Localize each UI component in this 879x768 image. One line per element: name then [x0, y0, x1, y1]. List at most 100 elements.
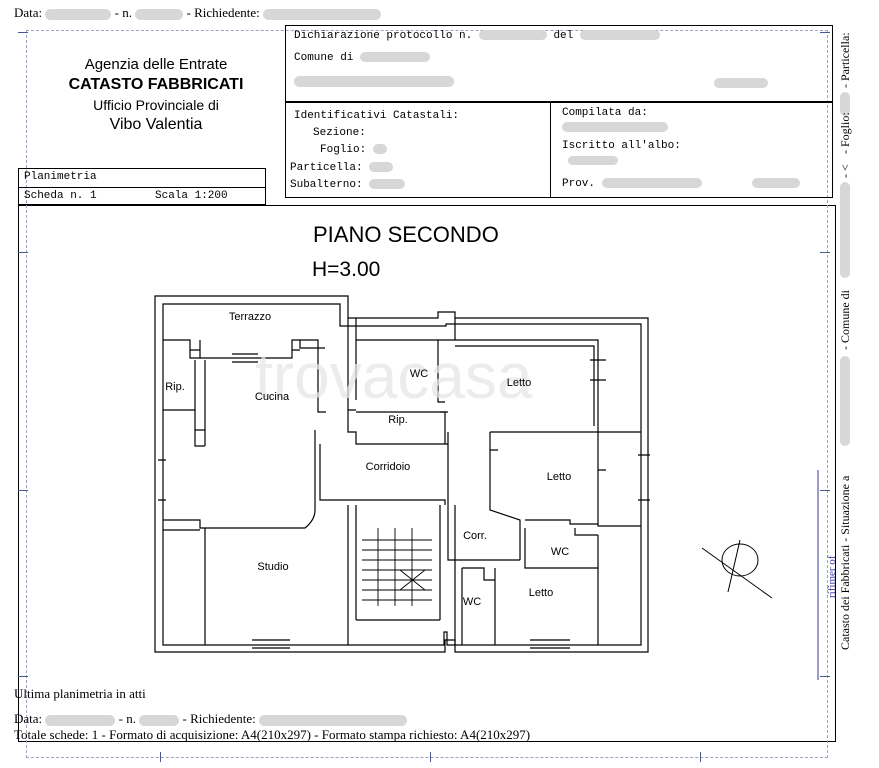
redacted-field	[752, 178, 800, 188]
crop-mark	[820, 32, 830, 33]
particella-line: Particella:	[290, 162, 394, 174]
outer-wall	[154, 295, 649, 653]
watermark-text: trovacasa	[255, 340, 533, 412]
totale-schede: Totale schede: 1 - Formato di acquisizio…	[14, 727, 531, 742]
crop-mark	[18, 490, 28, 491]
side-comune: - Comune di	[838, 290, 852, 350]
richiedente-label: - Richiedente:	[182, 711, 256, 726]
room-letto-2: Letto	[546, 471, 572, 483]
room-wc-1: WC	[409, 368, 429, 380]
redacted-subalterno	[369, 179, 406, 190]
protocollo-line: Dichiarazione protocollo n. del	[294, 30, 660, 42]
room-wc-3: WC	[462, 596, 482, 608]
prov-line: Prov.	[562, 178, 702, 190]
floor-title: PIANO SECONDO	[313, 222, 499, 247]
compilata-label: Compilata da:	[562, 107, 648, 119]
catasto-title: CATASTO FABBRICATI	[68, 76, 244, 93]
side-situazione: Catasto dei Fabbricati - Situazione a	[838, 475, 852, 650]
inner-wall-line	[162, 303, 642, 646]
divider	[550, 102, 551, 198]
crop-mark	[18, 32, 28, 33]
planimetria-box	[18, 168, 266, 205]
iscritto-label: Iscritto all'albo:	[562, 140, 681, 152]
crop-mark	[820, 252, 830, 253]
crop-mark	[18, 252, 28, 253]
room-rip-1: Rip.	[165, 381, 185, 393]
room-wc-2: WC	[550, 546, 570, 558]
crop-frame	[26, 30, 828, 758]
room-letto-1: Letto	[506, 377, 532, 389]
del-label: del	[553, 30, 574, 42]
subalterno-label: Subalterno:	[290, 179, 363, 191]
comune-label: Comune di	[294, 52, 354, 64]
foglio-label: Foglio:	[320, 144, 367, 156]
agency-block: Agenzia delle Entrate CATASTO FABBRICATI…	[40, 55, 272, 136]
ultima-planimetria: Ultima planimetria in atti	[14, 686, 146, 701]
side-foglio: - Foglio:	[838, 112, 852, 154]
crop-mark	[430, 752, 431, 762]
divider	[18, 187, 266, 188]
redacted-field	[714, 78, 768, 88]
bottom-data-line: Data: - n. - Richiedente:	[14, 711, 408, 727]
data-label: Data:	[14, 5, 43, 20]
planimetria-title: Planimetria	[24, 171, 97, 183]
side-stamp: rifimer of	[826, 555, 838, 598]
room-cucina: Cucina	[254, 391, 290, 403]
data-label: Data:	[14, 711, 43, 726]
crop-mark	[820, 676, 830, 677]
sezione-label: Sezione:	[313, 127, 366, 139]
n-label: - n.	[114, 5, 132, 20]
crop-mark	[160, 752, 161, 762]
identificativi-title: Identificativi Catastali:	[294, 110, 460, 122]
foglio-line: Foglio:	[320, 144, 387, 156]
room-rip-2: Rip.	[388, 414, 408, 426]
room-terrazzo: Terrazzo	[228, 311, 272, 323]
redacted-protocollo	[478, 30, 547, 41]
redacted-address	[294, 76, 454, 87]
redacted-richiedente	[259, 714, 408, 726]
room-letto-3: Letto	[528, 587, 554, 599]
ufficio-label: Ufficio Provinciale di	[93, 97, 219, 113]
room-corr: Corr.	[463, 530, 487, 542]
redacted-comune	[360, 52, 431, 63]
redacted-foglio	[372, 144, 387, 155]
crop-mark	[820, 490, 830, 491]
subalterno-line: Subalterno:	[290, 179, 406, 191]
redacted-iscritto	[568, 156, 618, 165]
ufficio-city: Vibo Valentia	[109, 116, 203, 133]
n-label: - n.	[118, 711, 136, 726]
crop-mark	[700, 752, 701, 762]
redacted-number	[139, 714, 180, 726]
side-particella: - Particella:	[838, 32, 852, 88]
scheda-label: Scheda n. 1	[24, 190, 97, 202]
protocollo-label: Dichiarazione protocollo n.	[294, 30, 473, 42]
redacted-date	[45, 8, 112, 20]
dichiarazione-box	[285, 25, 833, 102]
floor-height: H=3.00	[312, 258, 381, 281]
agency-name: Agenzia delle Entrate	[84, 56, 228, 73]
side-lt: - <	[838, 164, 852, 178]
room-corridoio: Corridoio	[365, 461, 411, 473]
particella-label: Particella:	[290, 162, 363, 174]
north-arrow-icon	[701, 539, 773, 599]
top-header-line: Data: - n. - Richiedente:	[14, 5, 382, 21]
prov-label: Prov.	[562, 178, 596, 190]
crop-mark	[18, 676, 28, 677]
identificativi-box	[285, 102, 833, 198]
drawing-frame	[18, 205, 836, 742]
richiedente-label: - Richiedente:	[186, 5, 260, 20]
room-studio: Studio	[257, 561, 289, 573]
scala-label: Scala 1:200	[155, 190, 228, 202]
redacted-comune	[840, 356, 850, 446]
redacted-particella	[840, 92, 850, 116]
redacted-del	[579, 30, 660, 41]
redacted-side	[840, 182, 850, 278]
redacted-prov	[601, 178, 702, 189]
redacted-compilata	[562, 122, 668, 132]
redacted-richiedente	[263, 8, 382, 20]
redacted-particella	[369, 162, 394, 173]
redacted-number	[135, 8, 184, 20]
redacted-date	[45, 714, 116, 726]
comune-line: Comune di	[294, 52, 431, 64]
